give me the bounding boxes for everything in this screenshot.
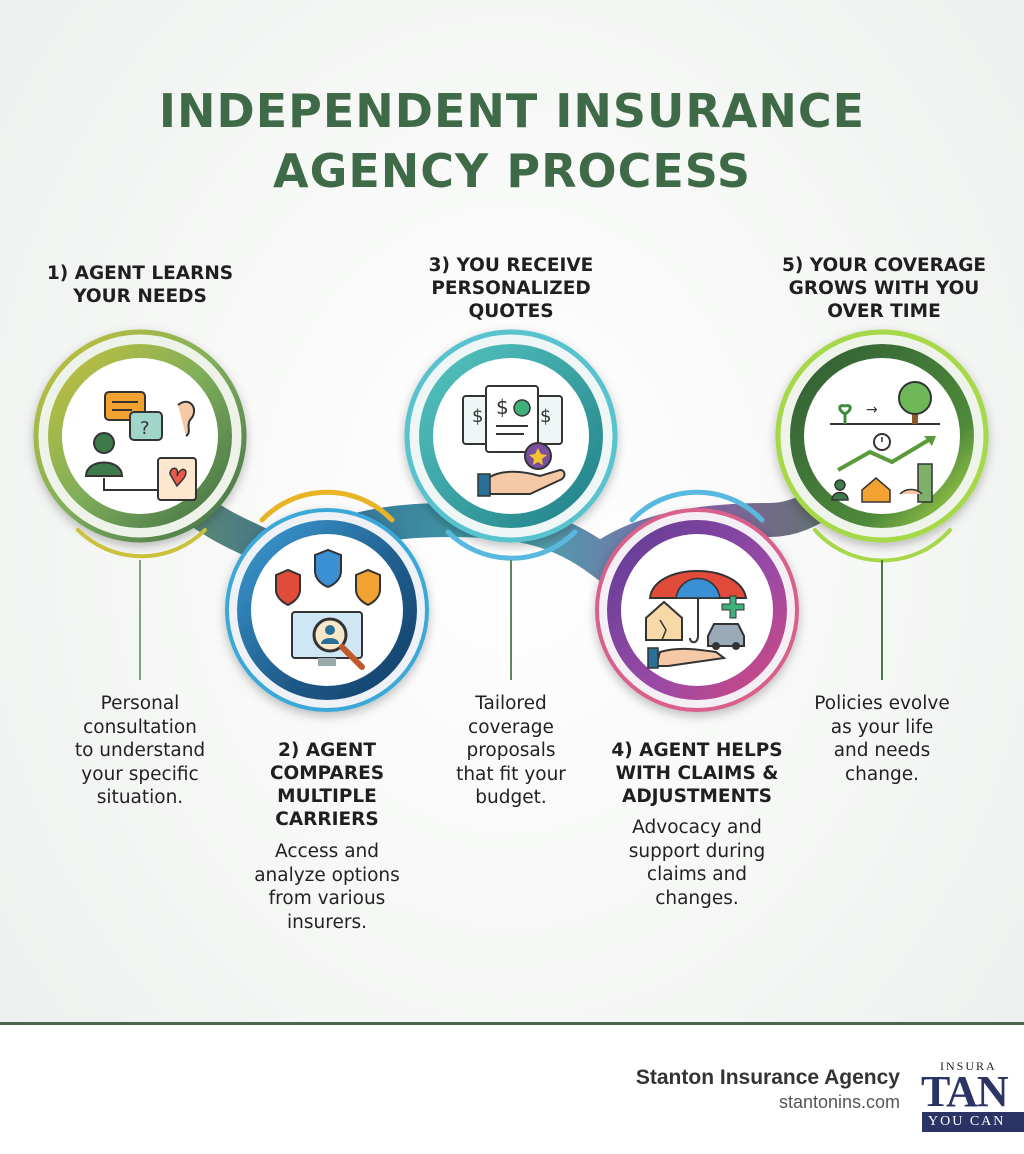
svg-text:?: ? — [140, 418, 150, 439]
step-5-title: 5) YOUR COVERAGE GROWS WITH YOU OVER TIM… — [781, 255, 987, 322]
page-title-line-2: AGENCY PROCESS — [273, 144, 751, 198]
svg-text:$: $ — [496, 395, 509, 419]
step-2-description: Access and analyze options from various … — [254, 841, 400, 933]
agency-name: Stanton Insurance Agency — [635, 1066, 900, 1089]
logo-bottom-text: YOU CAN — [922, 1112, 1024, 1132]
svg-text:$: $ — [472, 406, 483, 427]
step-2-title: 2) AGENT COMPARES MULTIPLE CARRIERS — [269, 740, 385, 830]
step-5-description: Policies evolve as your life and needs c… — [814, 693, 950, 785]
footer-divider — [0, 1022, 1024, 1025]
step-1-description: Personal consultation to understand your… — [74, 693, 206, 808]
agency-logo: INSURA TAN YOU CAN — [918, 1056, 1024, 1136]
step-3-title: 3) YOU RECEIVE PERSONALIZED QUOTES — [428, 255, 594, 322]
step-3-description: Tailored coverage proposals that fit you… — [456, 693, 566, 808]
agency-website[interactable]: stantonins.com — [778, 1092, 900, 1112]
page-title-line-1: INDEPENDENT INSURANCE — [158, 84, 866, 138]
growth-icon: → — [830, 381, 940, 503]
logo-top-text: INSURA — [940, 1059, 997, 1073]
claims-umbrella-icon — [645, 570, 748, 669]
footer — [0, 1025, 1024, 1154]
consultation-icon: ? — [84, 391, 197, 501]
step-1-title: 1) AGENT LEARNS YOUR NEEDS — [46, 263, 234, 307]
step-4-title: 4) AGENT HELPS WITH CLAIMS & ADJUSTMENTS — [611, 740, 783, 807]
quotes-icon: $ $ $ — [462, 385, 566, 497]
logo-main-text: TAN — [921, 1067, 1009, 1116]
svg-text:$: $ — [540, 406, 551, 427]
step-4-description: Advocacy and support during claims and c… — [628, 817, 766, 909]
step-2-circle — [225, 508, 429, 712]
compare-carriers-icon — [275, 548, 381, 670]
svg-text:→: → — [866, 402, 878, 418]
